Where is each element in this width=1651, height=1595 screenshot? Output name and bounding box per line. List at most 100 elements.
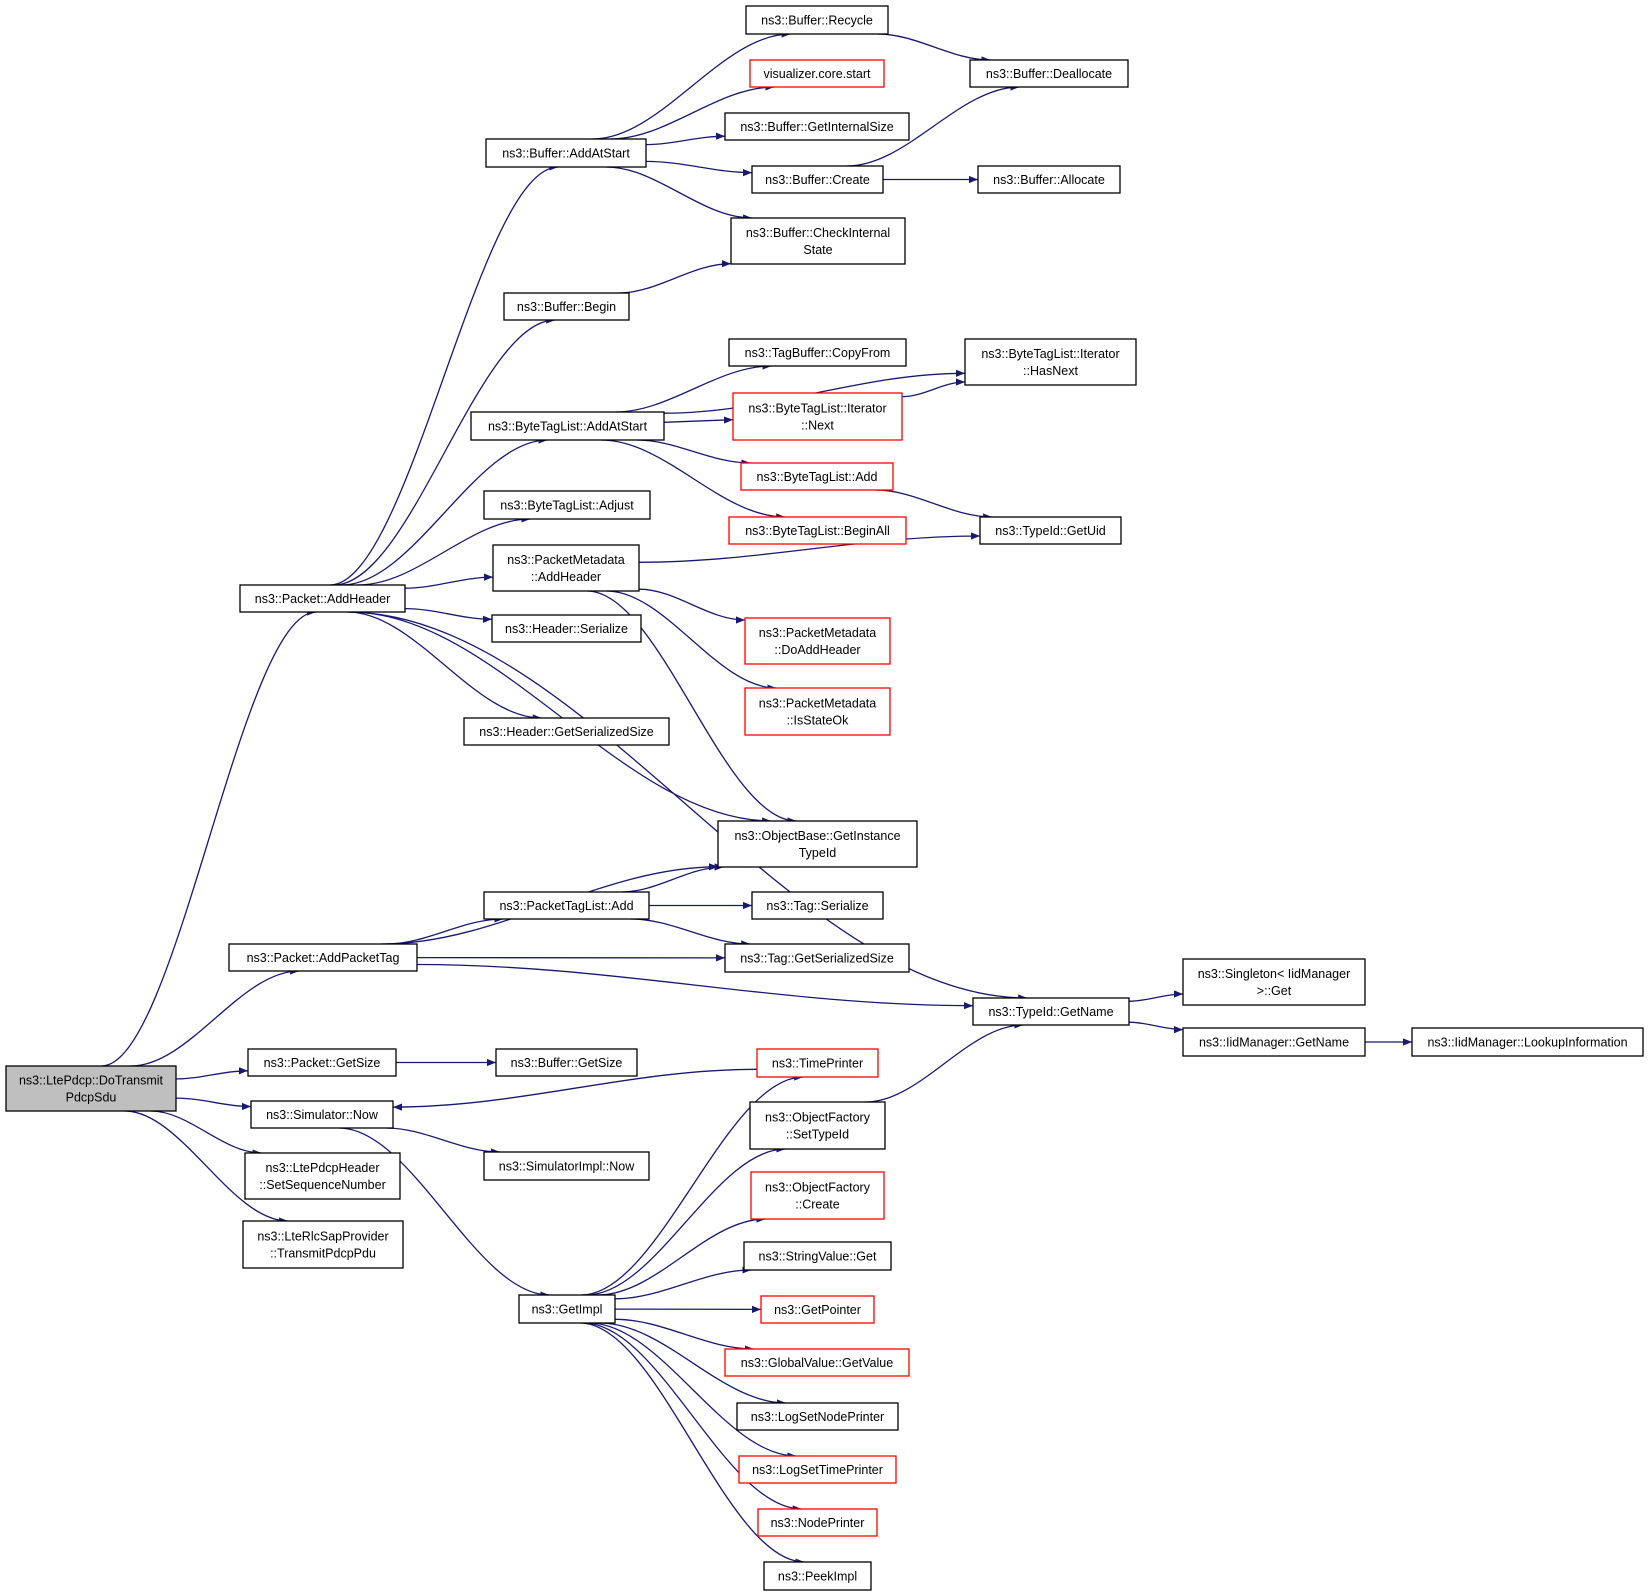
node-box[interactable] xyxy=(743,1241,892,1271)
node-box[interactable] xyxy=(738,1455,897,1484)
node-gvgetvalue[interactable]: ns3::GlobalValue::GetValue xyxy=(724,1348,910,1377)
node-box[interactable] xyxy=(492,544,640,592)
node-box[interactable] xyxy=(749,59,885,88)
node-typeidgetuid[interactable]: ns3::TypeId::GetUid xyxy=(979,516,1122,545)
node-box[interactable] xyxy=(750,1171,885,1220)
node-box[interactable] xyxy=(470,411,665,441)
node-box[interactable] xyxy=(972,997,1130,1026)
node-box[interactable] xyxy=(717,820,918,868)
node-vizstart[interactable]: visualizer.core.start xyxy=(749,59,885,88)
node-box[interactable] xyxy=(1182,1027,1366,1057)
node-box[interactable] xyxy=(728,516,907,545)
node-strvalget[interactable]: ns3::StringValue::Get xyxy=(743,1241,892,1271)
node-box[interactable] xyxy=(1182,958,1366,1006)
node-logsettime[interactable]: ns3::LogSetTimePrinter xyxy=(738,1455,897,1484)
node-bufdealloc[interactable]: ns3::Buffer::Deallocate xyxy=(969,59,1129,88)
node-box[interactable] xyxy=(744,687,891,736)
node-box[interactable] xyxy=(483,891,650,920)
node-box[interactable] xyxy=(503,292,630,321)
node-box[interactable] xyxy=(979,516,1122,545)
node-box[interactable] xyxy=(977,165,1121,194)
node-ofcreate[interactable]: ns3::ObjectFactory::Create xyxy=(750,1171,885,1220)
node-box[interactable] xyxy=(732,392,903,441)
node-bufgetinternal[interactable]: ns3::Buffer::GetInternalSize xyxy=(724,112,910,141)
node-bufaddatstart[interactable]: ns3::Buffer::AddAtStart xyxy=(485,138,647,168)
node-box[interactable] xyxy=(749,1101,886,1150)
node-box[interactable] xyxy=(483,1151,650,1181)
node-box[interactable] xyxy=(730,217,906,265)
node-box[interactable] xyxy=(969,59,1129,88)
node-tagserialize[interactable]: ns3::Tag::Serialize xyxy=(751,891,884,920)
node-peekimpl[interactable]: ns3::PeekImpl xyxy=(763,1561,872,1591)
node-hdrgetsersize[interactable]: ns3::Header::GetSerializedSize xyxy=(463,717,670,746)
node-typeidgetname[interactable]: ns3::TypeId::GetName xyxy=(972,997,1130,1026)
node-bufrecycle[interactable]: ns3::Buffer::Recycle xyxy=(745,5,889,35)
node-box[interactable] xyxy=(964,338,1137,386)
node-bufgetsize[interactable]: ns3::Buffer::GetSize xyxy=(495,1048,638,1077)
node-box[interactable] xyxy=(724,1348,910,1377)
node-btladd[interactable]: ns3::ByteTagList::Add xyxy=(740,462,894,491)
node-iidlookup[interactable]: ns3::IidManager::LookupInformation xyxy=(1411,1027,1644,1057)
node-box[interactable] xyxy=(483,490,651,520)
node-box[interactable] xyxy=(740,462,894,491)
node-box[interactable] xyxy=(491,614,642,643)
node-getpointer[interactable]: ns3::GetPointer xyxy=(760,1295,875,1324)
node-pmaddheader[interactable]: ns3::PacketMetadata::AddHeader xyxy=(492,544,640,592)
node-box[interactable] xyxy=(751,165,884,194)
node-box[interactable] xyxy=(751,891,884,920)
node-box[interactable] xyxy=(760,1295,875,1324)
node-tbcopyfrom[interactable]: ns3::TagBuffer::CopyFrom xyxy=(728,338,907,367)
node-box[interactable] xyxy=(239,584,406,613)
node-timeprinter[interactable]: ns3::TimePrinter xyxy=(756,1048,879,1078)
node-box[interactable] xyxy=(247,1048,397,1077)
node-addheader[interactable]: ns3::Packet::AddHeader xyxy=(239,584,406,613)
node-box[interactable] xyxy=(228,943,418,972)
node-singletonget[interactable]: ns3::Singleton< IidManager>::Get xyxy=(1182,958,1366,1006)
node-pmdoaddheader[interactable]: ns3::PacketMetadata::DoAddHeader xyxy=(744,617,891,665)
node-iidgetname[interactable]: ns3::IidManager::GetName xyxy=(1182,1027,1366,1057)
node-btlnext[interactable]: ns3::ByteTagList::Iterator::Next xyxy=(732,392,903,441)
node-btladjust[interactable]: ns3::ByteTagList::Adjust xyxy=(483,490,651,520)
node-btlbeginall[interactable]: ns3::ByteTagList::BeginAll xyxy=(728,516,907,545)
node-transmitpdcp[interactable]: ns3::LteRlcSapProvider::TransmitPdcpPdu xyxy=(242,1220,404,1269)
node-getsize[interactable]: ns3::Packet::GetSize xyxy=(247,1048,397,1077)
node-box[interactable] xyxy=(242,1220,404,1269)
node-box[interactable] xyxy=(5,1065,177,1112)
node-box[interactable] xyxy=(518,1294,616,1324)
node-pmisstateok[interactable]: ns3::PacketMetadata::IsStateOk xyxy=(744,687,891,736)
node-bufcreate[interactable]: ns3::Buffer::Create xyxy=(751,165,884,194)
node-getimpl[interactable]: ns3::GetImpl xyxy=(518,1294,616,1324)
node-box[interactable] xyxy=(757,1508,878,1537)
node-ptladd[interactable]: ns3::PacketTagList::Add xyxy=(483,891,650,920)
node-box[interactable] xyxy=(724,112,910,141)
node-addpackettag[interactable]: ns3::Packet::AddPacketTag xyxy=(228,943,418,972)
node-hdrserialize[interactable]: ns3::Header::Serialize xyxy=(491,614,642,643)
node-bufbegin[interactable]: ns3::Buffer::Begin xyxy=(503,292,630,321)
node-box[interactable] xyxy=(724,943,910,973)
node-simimplnow[interactable]: ns3::SimulatorImpl::Now xyxy=(483,1151,650,1181)
node-box[interactable] xyxy=(763,1561,872,1591)
node-box[interactable] xyxy=(1411,1027,1644,1057)
node-box[interactable] xyxy=(728,338,907,367)
node-box[interactable] xyxy=(745,5,889,35)
node-ofsettypeid[interactable]: ns3::ObjectFactory::SetTypeId xyxy=(749,1101,886,1150)
node-logsetnode[interactable]: ns3::LogSetNodePrinter xyxy=(736,1402,899,1431)
node-btladdatstart[interactable]: ns3::ByteTagList::AddAtStart xyxy=(470,411,665,441)
node-box[interactable] xyxy=(250,1100,394,1129)
node-box[interactable] xyxy=(485,138,647,168)
node-box[interactable] xyxy=(756,1048,879,1078)
node-btlhasnext[interactable]: ns3::ByteTagList::Iterator::HasNext xyxy=(964,338,1137,386)
node-box[interactable] xyxy=(463,717,670,746)
node-box[interactable] xyxy=(736,1402,899,1431)
node-setseq[interactable]: ns3::LtePdcpHeader::SetSequenceNumber xyxy=(244,1152,401,1200)
node-taggetsersize[interactable]: ns3::Tag::GetSerializedSize xyxy=(724,943,910,973)
node-box[interactable] xyxy=(495,1048,638,1077)
node-box[interactable] xyxy=(744,617,891,665)
node-bufalloc[interactable]: ns3::Buffer::Allocate xyxy=(977,165,1121,194)
node-nodeprinter[interactable]: ns3::NodePrinter xyxy=(757,1508,878,1537)
node-simnow[interactable]: ns3::Simulator::Now xyxy=(250,1100,394,1129)
node-box[interactable] xyxy=(244,1152,401,1200)
